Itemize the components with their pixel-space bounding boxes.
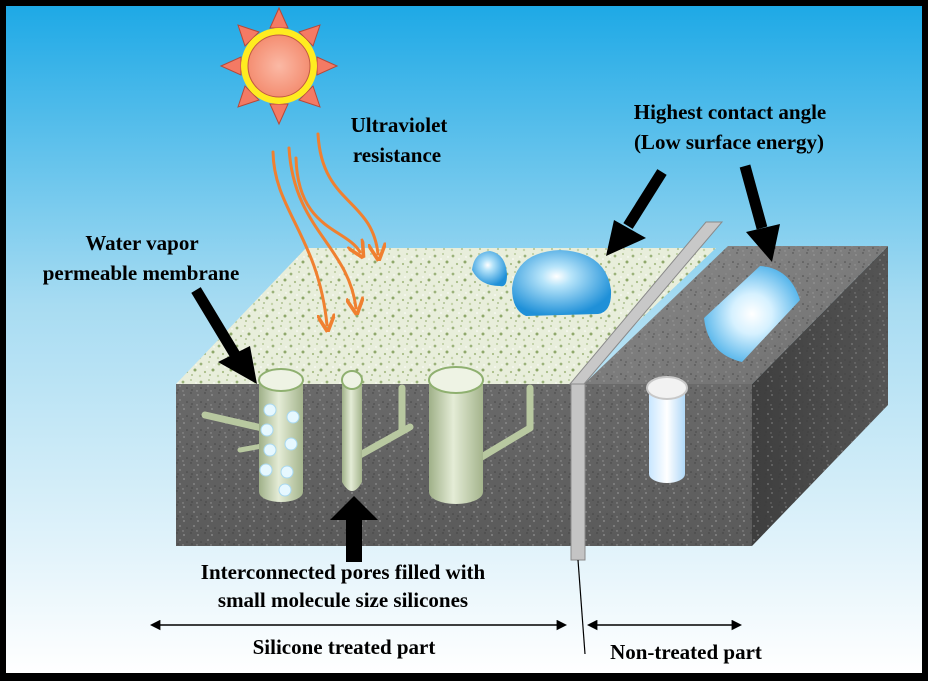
sun-icon	[219, 6, 339, 126]
water-droplet-large	[512, 250, 612, 316]
pore-1-bubbles	[259, 403, 300, 497]
water-film-untreated	[704, 266, 800, 362]
divider-plate	[568, 221, 724, 561]
membrane-label-line2: permeable membrane	[43, 261, 240, 285]
contact-angle-arrow-right	[739, 164, 780, 262]
membrane-arrow	[191, 287, 257, 384]
contact-angle-label-line1: Highest contact angle	[634, 100, 826, 124]
membrane-label-line1: Water vapor	[85, 231, 198, 255]
pores-label-line2: small molecule size silicones	[218, 588, 468, 612]
contact-angle-arrow-left	[606, 169, 667, 256]
pore-3	[428, 366, 534, 504]
pointer-arrows	[191, 164, 780, 562]
nontreated-part-label: Non-treated part	[610, 640, 762, 664]
divider-leader-line	[577, 559, 586, 655]
pores-label-line1: Interconnected pores filled with	[201, 560, 486, 584]
uv-label-line2: resistance	[353, 143, 441, 167]
uv-rays	[271, 132, 378, 325]
pore-1	[201, 368, 304, 502]
contact-angle-label-line2: (Low surface energy)	[634, 130, 824, 154]
water-droplet-small	[472, 251, 507, 287]
untreated-pore	[646, 376, 688, 483]
pore-2	[341, 370, 414, 491]
uv-label-line1: Ultraviolet	[351, 113, 448, 137]
pores-arrow	[330, 496, 378, 562]
treated-part-label: Silicone treated part	[253, 635, 436, 659]
